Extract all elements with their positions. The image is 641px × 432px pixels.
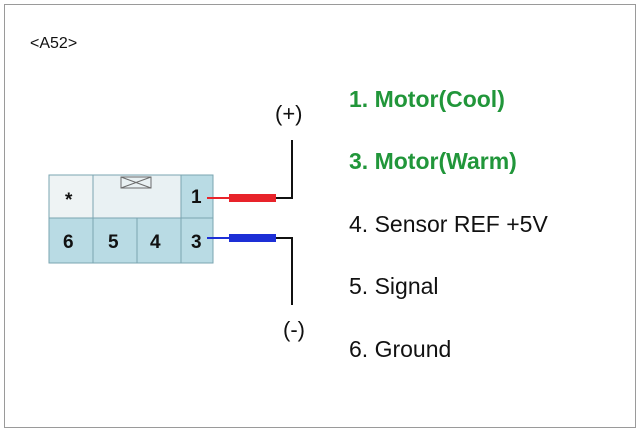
legend-item-ground: 6. Ground: [349, 336, 452, 362]
latch-icon: [120, 176, 152, 189]
pin-cell-3: [180, 217, 214, 264]
legend-item-motor-cool: 1. Motor(Cool): [349, 86, 505, 112]
connector-id-label: <A52>: [30, 35, 78, 52]
pin-label-star: *: [65, 190, 73, 211]
legend-item-motor-warm: 3. Motor(Warm): [349, 148, 517, 174]
polarity-negative-label: (-): [283, 317, 305, 342]
pin-label-4: 4: [150, 232, 161, 253]
wire-pin3: [207, 234, 293, 305]
pin-cell-blank: [92, 174, 182, 219]
pin-label-6: 6: [63, 232, 74, 253]
pin-label-1: 1: [191, 187, 202, 208]
pin-label-3: 3: [191, 232, 202, 253]
pin-cell-5: [92, 217, 138, 264]
polarity-positive-label: (+): [275, 101, 303, 126]
pin-label-5: 5: [108, 232, 119, 253]
legend-item-signal: 5. Signal: [349, 273, 439, 299]
legend-item-sensor-ref: 4. Sensor REF +5V: [349, 211, 548, 237]
wire-pin1: [207, 140, 293, 202]
